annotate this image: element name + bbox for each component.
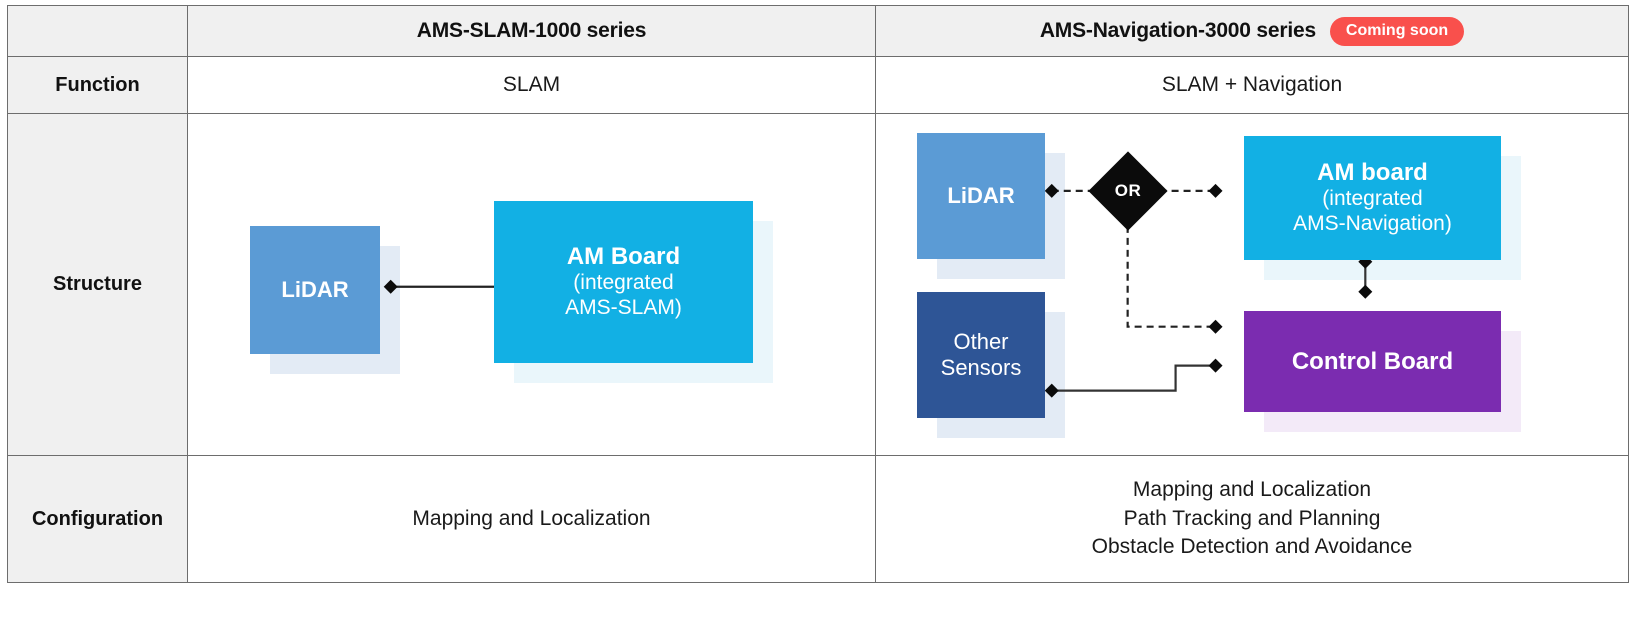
node-other-sensors-line1: Other: [953, 328, 1009, 354]
function-value-nav3000: SLAM + Navigation: [875, 56, 1629, 114]
config-right-line-3: Obstacle Detection and Avoidance: [1091, 535, 1413, 559]
node-control-board: Control Board: [1244, 311, 1501, 412]
configuration-value-slam1000: Mapping and Localization: [187, 455, 876, 583]
node-am-board-nav-title: AM board: [1317, 159, 1428, 187]
node-am-board-nav-sub-line1: (integrated: [1322, 187, 1423, 211]
node-lidar-label: LiDAR: [281, 277, 349, 303]
product-comparison-table: AMS-SLAM-1000 series AMS-Navigation-3000…: [7, 5, 1629, 583]
node-am-board-slam: AM Board (integrated AMS-SLAM): [494, 201, 753, 363]
table-row-function: Function SLAM SLAM + Navigation: [7, 56, 1629, 114]
diagram-navigation: OR LiDAR Other Sensors AM board (int: [877, 115, 1628, 455]
config-right-line-1: Mapping and Localization: [1132, 478, 1372, 502]
node-control-board-label: Control Board: [1291, 347, 1454, 375]
function-value-slam1000: SLAM: [187, 56, 876, 114]
node-am-board-sub-line2: AMS-SLAM): [565, 295, 682, 319]
status-badge-coming-soon: Coming soon: [1329, 16, 1465, 46]
column-title-nav3000: AMS-Navigation-3000 series: [1039, 19, 1316, 42]
row-label-configuration: Configuration: [7, 455, 188, 583]
node-other-sensors: Other Sensors: [917, 292, 1045, 418]
header-corner-cell: [7, 5, 188, 57]
structure-diagram-nav3000: OR LiDAR Other Sensors AM board (int: [875, 113, 1629, 456]
table-header-row: AMS-SLAM-1000 series AMS-Navigation-3000…: [7, 5, 1629, 57]
row-label-structure: Structure: [7, 113, 188, 456]
node-lidar-slam: LiDAR: [250, 226, 380, 354]
table-row-configuration: Configuration Mapping and Localization M…: [7, 455, 1629, 583]
node-lidar-nav-label: LiDAR: [947, 183, 1015, 209]
node-am-board-sub-line1: (integrated: [573, 271, 674, 295]
diagram-slam: LiDAR AM Board (integrated AMS-SLAM): [189, 115, 875, 455]
node-lidar-nav: LiDAR: [917, 133, 1045, 259]
row-label-function: Function: [7, 56, 188, 114]
header-cell-nav3000: AMS-Navigation-3000 series Coming soon: [875, 5, 1629, 57]
table-row-structure: Structure: [7, 113, 1629, 456]
configuration-value-nav3000: Mapping and Localization Path Tracking a…: [875, 455, 1629, 583]
config-left-line-1: Mapping and Localization: [412, 506, 651, 530]
or-gate-diamond: OR: [1088, 151, 1168, 231]
or-gate-label: OR: [1114, 181, 1142, 200]
header-cell-slam1000: AMS-SLAM-1000 series: [187, 5, 876, 57]
connector-layer-nav: [1044, 183, 1373, 398]
node-am-board-nav: AM board (integrated AMS-Navigation): [1244, 136, 1501, 260]
node-am-board-nav-sub-line2: AMS-Navigation): [1293, 211, 1452, 235]
node-other-sensors-line2: Sensors: [940, 355, 1022, 380]
column-title-slam1000: AMS-SLAM-1000 series: [416, 19, 647, 42]
config-right-line-2: Path Tracking and Planning: [1123, 506, 1381, 530]
node-am-board-title: AM Board: [566, 243, 681, 271]
structure-diagram-slam1000: LiDAR AM Board (integrated AMS-SLAM): [187, 113, 876, 456]
